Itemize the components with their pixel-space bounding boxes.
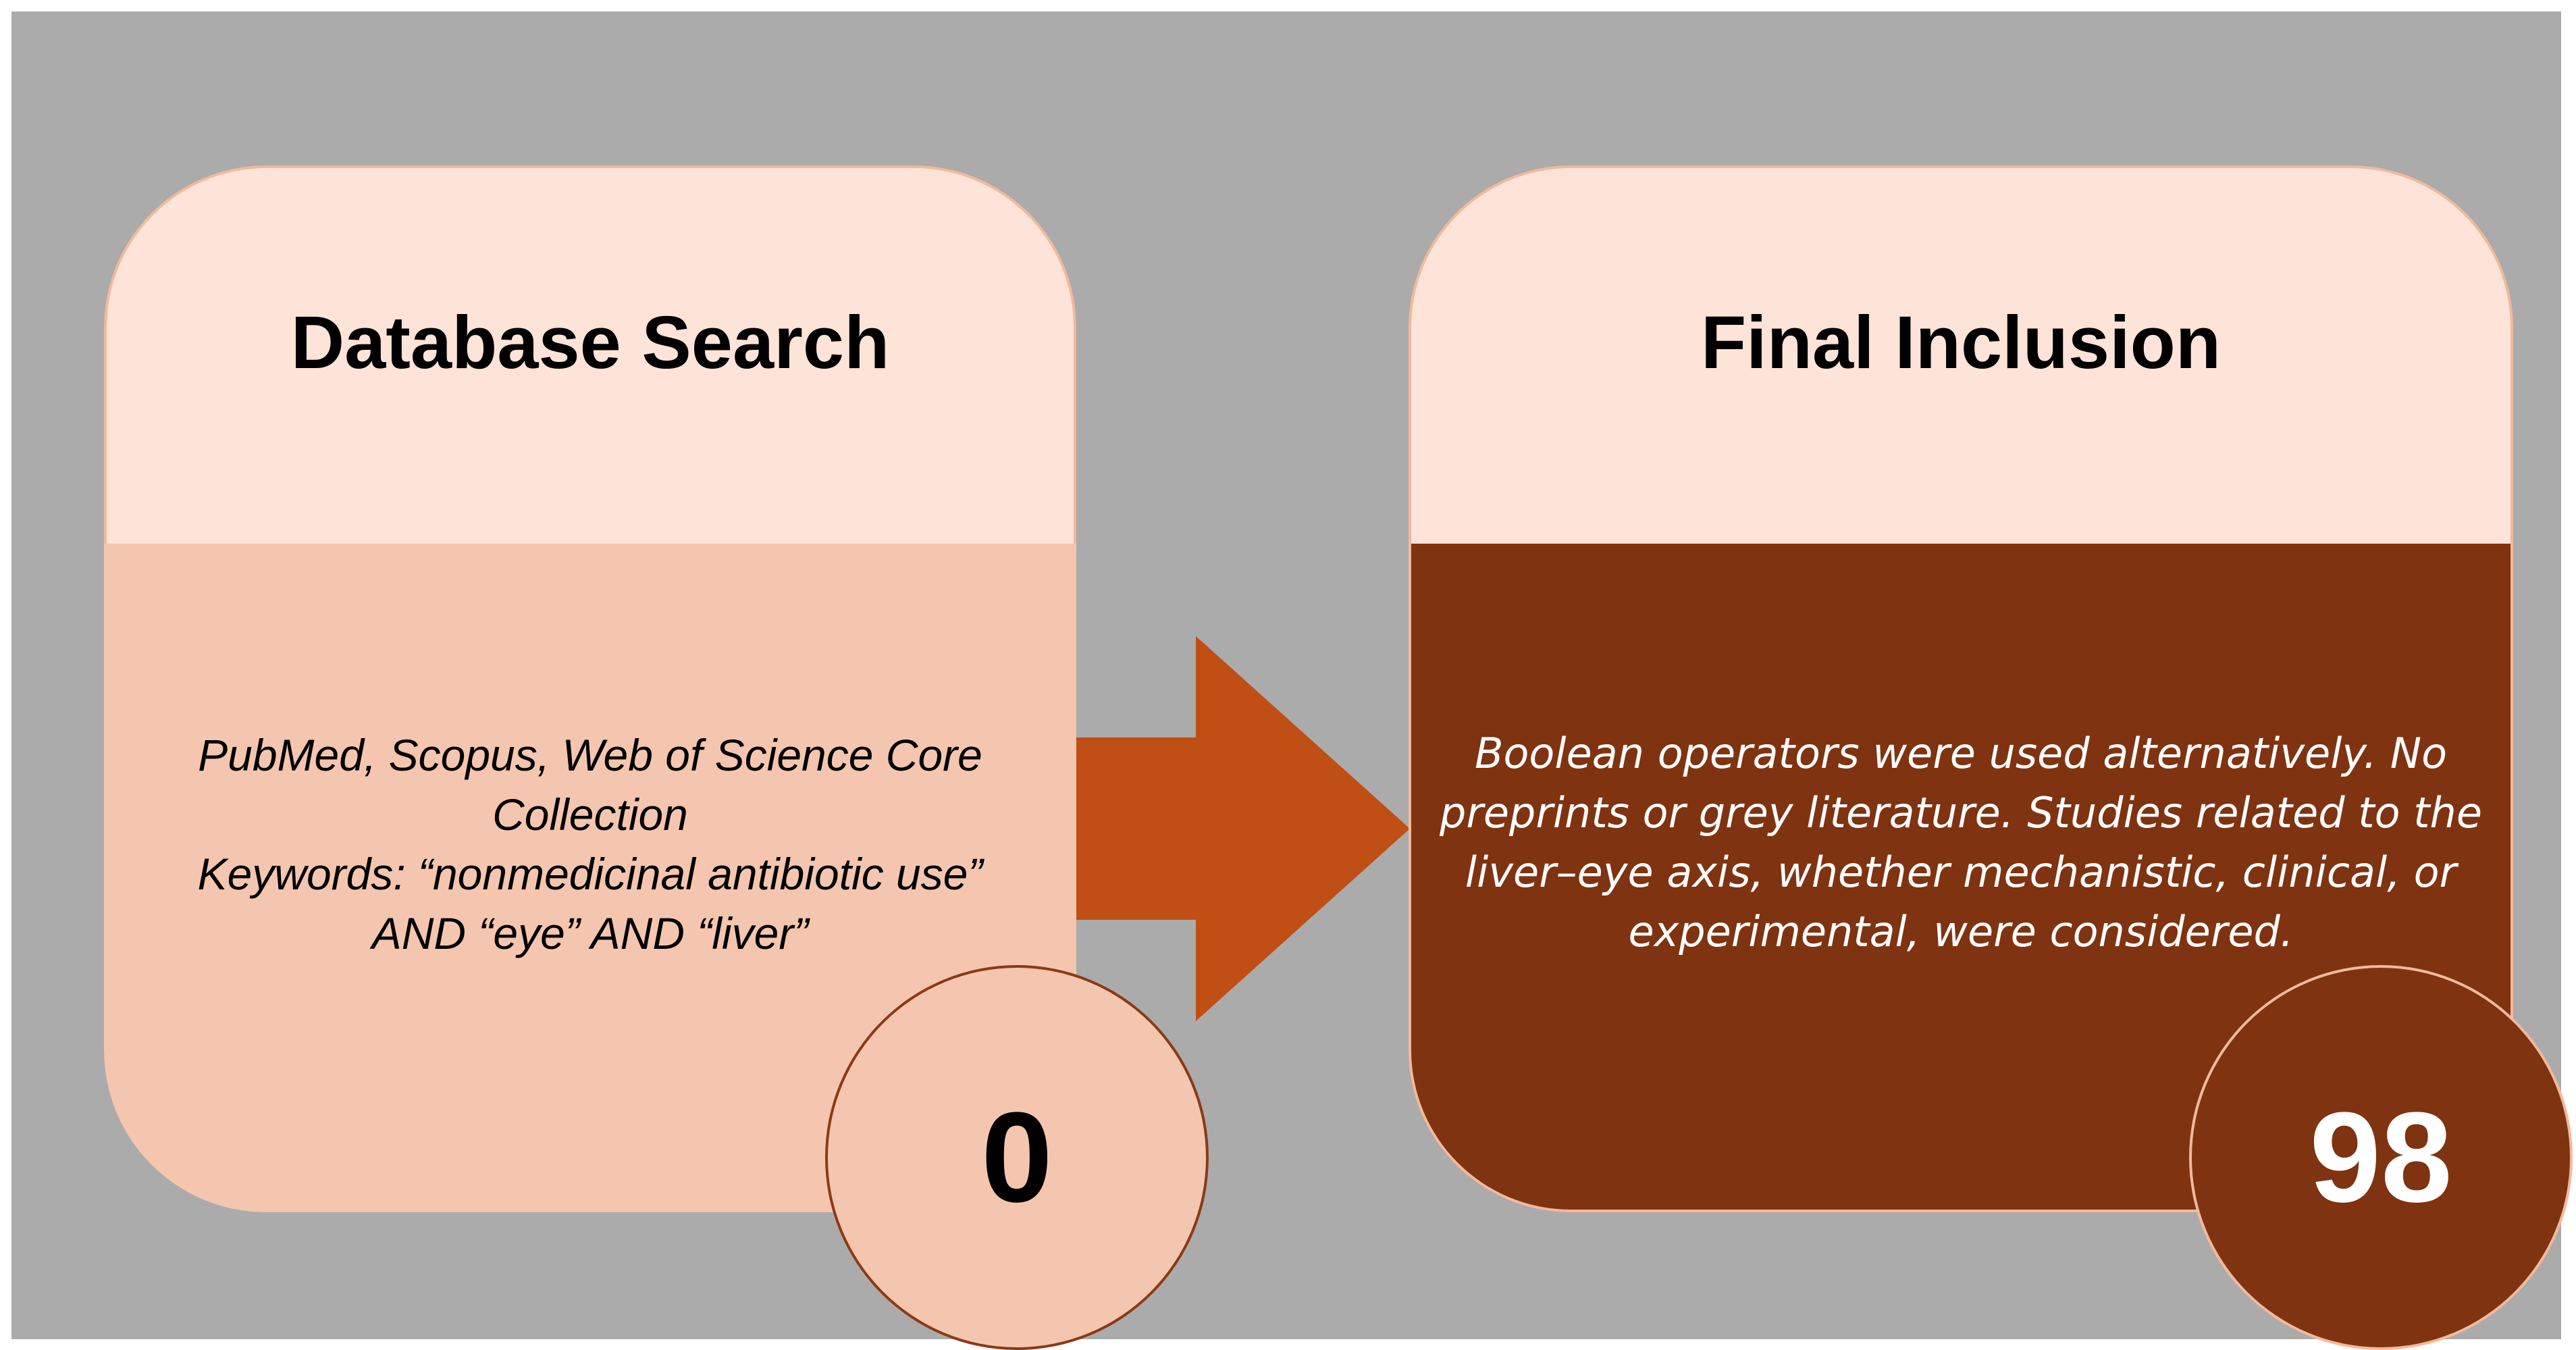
final-inclusion-count-badge: 98 [2189,965,2573,1350]
database-search-count-badge: 0 [825,965,1209,1350]
diagram-canvas: Database Search PubMed, Scopus, Web of S… [11,11,2573,1350]
right-arrow-icon [1076,636,1410,1021]
card-description: PubMed, Scopus, Web of Science Core Coll… [197,730,983,958]
card-header: Database Search [104,165,1076,544]
card-title: Final Inclusion [1700,301,2222,384]
card-title: Database Search [290,301,890,384]
card-description: Boolean operators were used alternativel… [1439,729,2482,956]
card-header: Final Inclusion [1409,165,2513,544]
